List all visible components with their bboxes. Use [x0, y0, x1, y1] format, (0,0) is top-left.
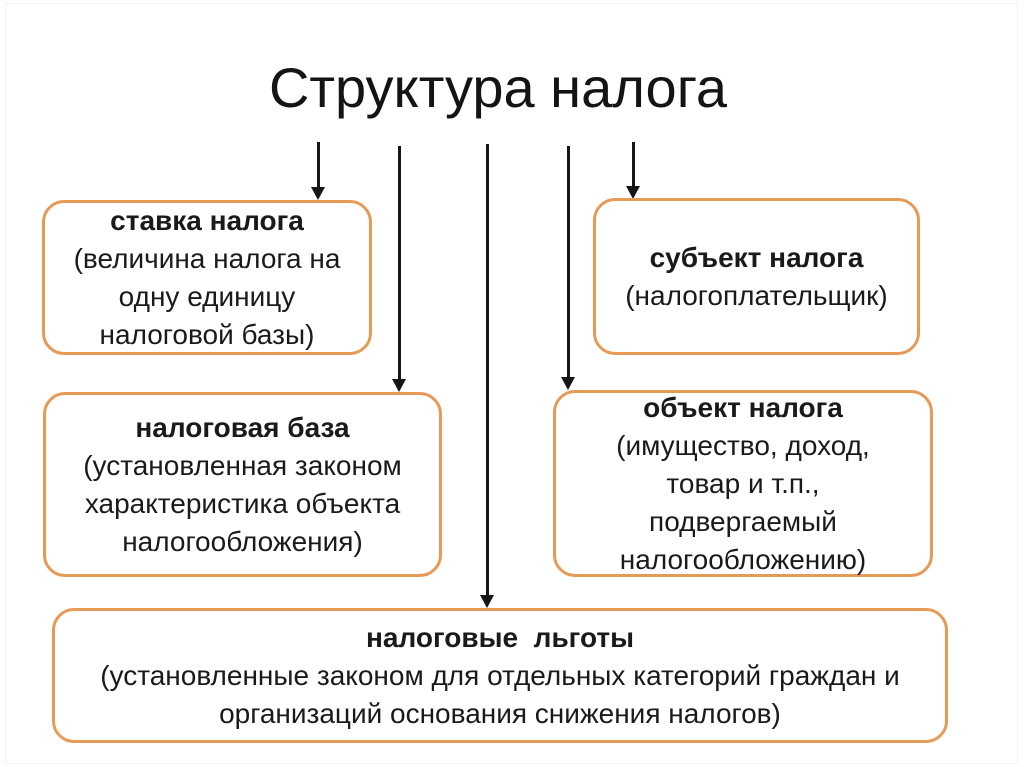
tax-benefits-title: налоговые льготы — [366, 621, 634, 653]
arrow-head — [311, 187, 325, 200]
down-arrow-icon — [480, 144, 494, 608]
down-arrow-icon — [626, 142, 640, 199]
tax-benefits-box: налоговые льготы (установленные законом … — [52, 608, 948, 743]
tax-base-description: (установленная законом характеристика об… — [83, 449, 402, 557]
tax-base-title: налоговая база — [135, 411, 350, 443]
arrow-head — [626, 186, 640, 199]
arrow-shaft — [566, 146, 570, 377]
tax-benefits-description: (установленные законом для отдельных кат… — [100, 659, 900, 729]
arrow-head — [561, 377, 575, 390]
tax-subject-description: (налогоплательщик) — [625, 279, 888, 311]
down-arrow-icon — [561, 146, 575, 390]
tax-rate-description: (величина налога на одну единицу налогов… — [73, 242, 341, 350]
tax-object-description: (имущество, доход, товар и т.п., подверг… — [616, 429, 870, 575]
arrow-head — [392, 379, 406, 392]
down-arrow-icon — [392, 146, 406, 392]
tax-rate-box: ставка налога (величина налога на одну е… — [42, 200, 372, 355]
tax-subject-title: субъект налога — [649, 241, 864, 273]
arrow-shaft — [485, 144, 489, 595]
arrow-shaft — [316, 142, 320, 187]
page-title: Структура налога — [268, 56, 728, 119]
down-arrow-icon — [311, 142, 325, 200]
arrow-shaft — [631, 142, 635, 186]
tax-object-title: объект налога — [643, 391, 843, 423]
arrow-head — [480, 595, 494, 608]
tax-object-box: объект налога (имущество, доход, товар и… — [553, 390, 933, 577]
tax-base-box: налоговая база (установленная законом ха… — [43, 392, 442, 577]
tax-subject-box: субъект налога (налогоплательщик) — [593, 198, 920, 355]
arrow-shaft — [397, 146, 401, 379]
tax-rate-title: ставка налога — [110, 204, 304, 236]
